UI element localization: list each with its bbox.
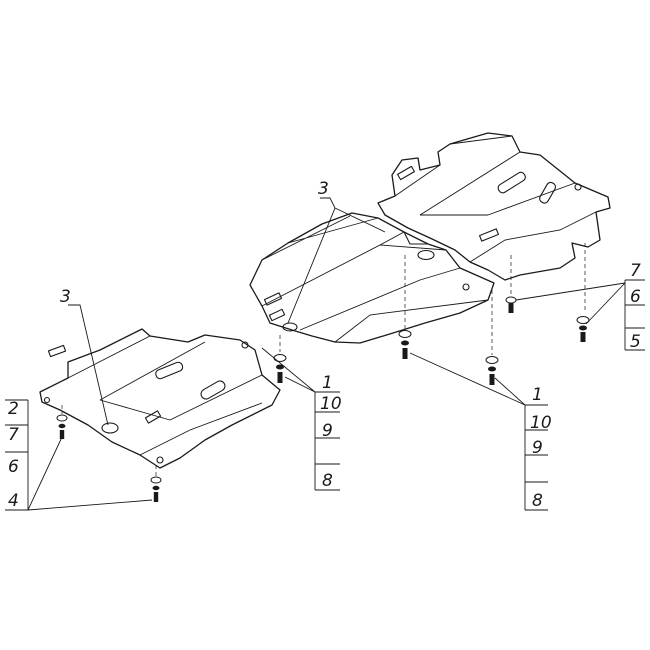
callout-labels: 3 2 7 6 4 3 1 10 9 8 7 6 5 1 10 9 8 (8, 179, 641, 511)
front-skid-plate (39, 328, 281, 469)
label-left-7: 7 (8, 425, 19, 445)
bolt-set-5 (273, 354, 287, 383)
label-left-2: 2 (8, 399, 19, 419)
label-left-4: 4 (8, 491, 19, 511)
label-middle-9: 9 (322, 421, 333, 441)
label-middle-1: 1 (322, 373, 333, 393)
label-right-9: 9 (532, 438, 543, 458)
leader-lines (5, 197, 645, 511)
label-right-5: 5 (630, 332, 641, 352)
rear-skid-plate (377, 132, 611, 281)
label-right-8: 8 (532, 491, 543, 511)
label-left-3: 3 (60, 287, 71, 307)
label-middle-8: 8 (322, 471, 333, 491)
label-middle-3: 3 (318, 179, 329, 199)
alignment-lines (61, 243, 586, 476)
bolt-set-3 (398, 330, 412, 359)
bolt-set-6 (56, 414, 68, 439)
middle-skid-plate (249, 212, 495, 344)
label-right-1: 1 (532, 385, 543, 405)
bolt-set-7 (150, 476, 162, 502)
label-right-10: 10 (530, 413, 552, 433)
bolt-set-4 (485, 356, 499, 385)
label-right-7: 7 (630, 261, 641, 281)
label-left-6: 6 (8, 457, 19, 477)
label-right-6: 6 (630, 287, 641, 307)
bolt-set-1 (505, 296, 517, 313)
hardware (56, 296, 590, 502)
bolt-set-2 (576, 316, 590, 342)
label-middle-10: 10 (320, 394, 342, 414)
